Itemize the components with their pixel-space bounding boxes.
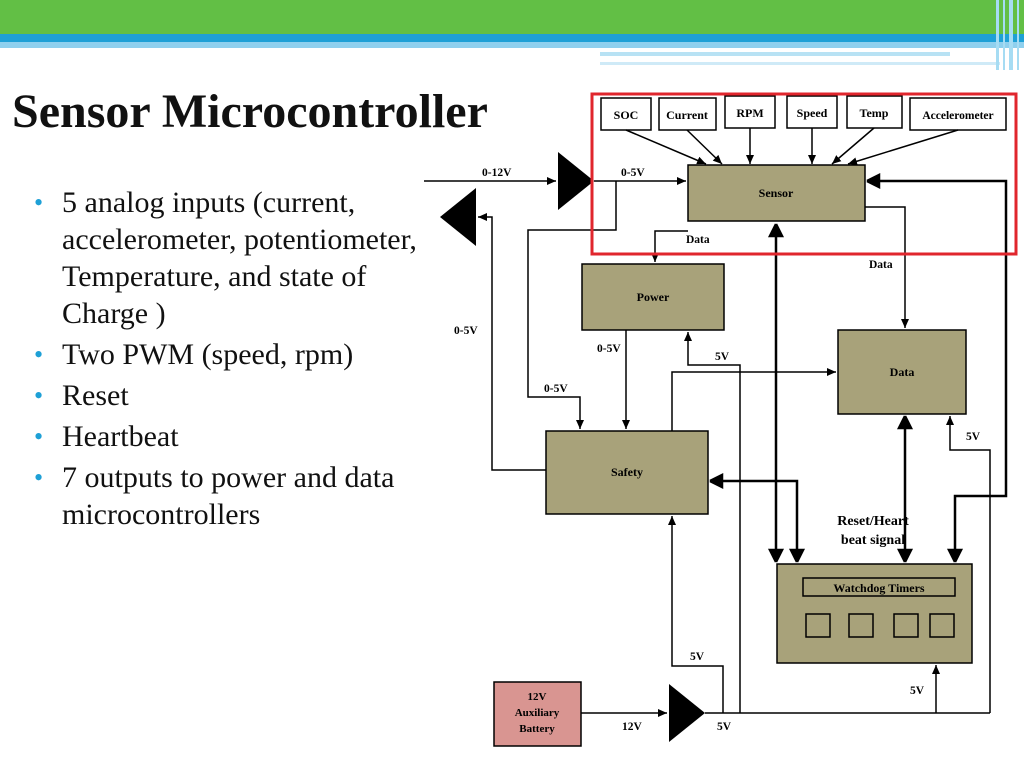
wire-label: 12V <box>622 721 643 733</box>
block-label: Battery <box>519 723 555 735</box>
input-label: SOC <box>614 108 639 122</box>
bullet-item: Reset <box>34 377 434 414</box>
input-label: Speed <box>797 106 828 120</box>
header-stripe <box>600 62 1000 65</box>
block-label: Power <box>637 290 670 304</box>
block-label: Auxiliary <box>515 707 560 719</box>
data-block: Data <box>837 329 967 415</box>
header-vertical-lines <box>994 0 1024 70</box>
bullet-list: 5 analog inputs (current, accelerometer,… <box>34 184 434 537</box>
amplifier-triangle <box>440 188 476 246</box>
battery-block: 12V Auxiliary Battery <box>493 681 582 747</box>
header-band-light <box>0 42 1024 48</box>
wire-label: 5V <box>715 351 730 363</box>
bullet-item: 5 analog inputs (current, accelerometer,… <box>34 184 434 332</box>
watchdog-block: Watchdog Timers <box>776 563 973 664</box>
bullet-item: 7 outputs to power and data microcontrol… <box>34 459 434 533</box>
wire-label: 5V <box>910 685 925 697</box>
block-label: 12V <box>528 691 547 703</box>
input-box-temp: Temp <box>846 95 903 129</box>
amplifier-triangle <box>558 152 594 210</box>
wire-label: 0-5V <box>597 343 621 355</box>
reset-heartbeat-lines <box>709 172 1008 563</box>
safety-block: Safety <box>545 430 709 515</box>
signal-wires <box>424 177 991 717</box>
block-label: Sensor <box>759 186 794 200</box>
wire-label: 0-5V <box>621 167 645 179</box>
input-label: Accelerometer <box>922 110 993 122</box>
input-box-accelerometer: Accelerometer <box>909 97 1007 131</box>
slide-title: Sensor Microcontroller <box>12 85 488 138</box>
header-stripe <box>600 52 950 56</box>
wire-label: 5V <box>966 431 981 443</box>
bullet-item: Heartbeat <box>34 418 434 455</box>
block-label: Data <box>890 365 915 379</box>
header-band-green <box>0 0 1024 34</box>
wire-label: Data <box>869 259 893 271</box>
input-box-soc: SOC <box>600 97 652 131</box>
input-box-rpm: RPM <box>724 95 776 129</box>
wire-label: Data <box>686 234 710 246</box>
system-block-diagram: SOC Current RPM Speed Temp Accelerometer… <box>424 92 1018 747</box>
sensor-highlight-box <box>590 92 1018 256</box>
input-label: RPM <box>736 106 763 120</box>
reset-heartbeat-label: Reset/Heart <box>837 514 909 529</box>
wire-labels: 0-12V 0-5V 0-5V 0-5V 0-5V Data Data 5V 5… <box>454 167 981 733</box>
header-band-blue <box>0 34 1024 42</box>
block-label: Watchdog Timers <box>833 581 925 595</box>
reset-heartbeat-label: beat signal <box>841 533 905 548</box>
wire-label: 5V <box>690 651 705 663</box>
amplifier-triangle <box>669 684 705 742</box>
wire-label: 0-5V <box>454 325 478 337</box>
input-arrows <box>625 127 959 166</box>
wire-label: 0-12V <box>482 167 512 179</box>
input-box-current: Current <box>658 97 717 131</box>
input-label: Current <box>666 108 708 122</box>
block-label: Safety <box>611 465 643 479</box>
input-box-speed: Speed <box>786 95 838 129</box>
bullet-item: Two PWM (speed, rpm) <box>34 336 434 373</box>
wire-label: 5V <box>717 721 732 733</box>
input-label: Temp <box>860 106 889 120</box>
power-block: Power <box>581 263 725 331</box>
sensor-block: Sensor <box>687 164 866 222</box>
wire-label: 0-5V <box>544 383 568 395</box>
